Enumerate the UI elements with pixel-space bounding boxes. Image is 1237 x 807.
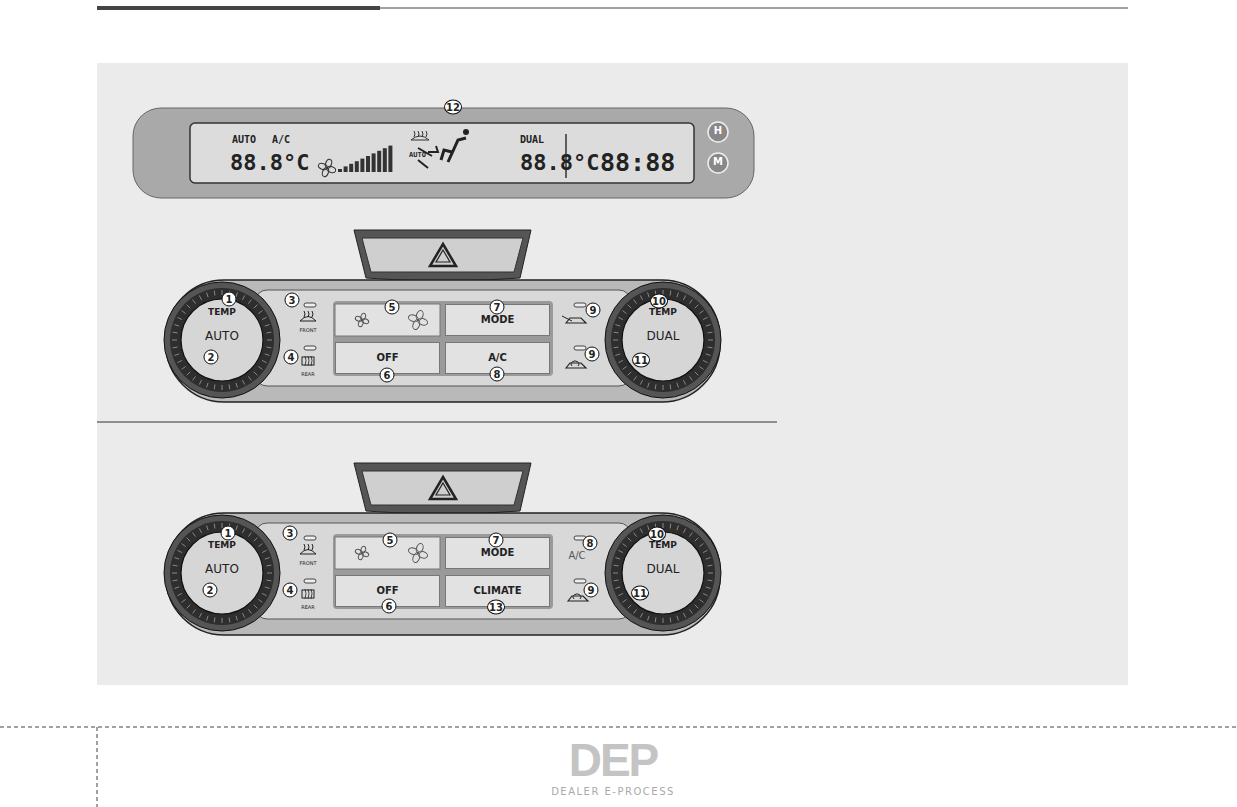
button-label: A/C xyxy=(568,551,585,561)
display-readout: AUTO xyxy=(409,152,426,159)
callout-number: 9 xyxy=(586,303,601,318)
callout-number: 3 xyxy=(285,293,300,308)
watermark: DEP xyxy=(569,737,658,783)
display-readout: 88:88 xyxy=(600,150,675,175)
callout-number: 13 xyxy=(487,600,505,615)
callout-number: 5 xyxy=(383,533,398,548)
button-label: REAR xyxy=(301,605,315,610)
fan-icon xyxy=(355,546,370,561)
display-readout: DUAL xyxy=(520,135,544,145)
button-label: A/C xyxy=(488,353,507,363)
button-label: FRONT xyxy=(299,561,316,566)
fan-icon xyxy=(408,543,429,564)
callout-number: 9 xyxy=(584,583,599,598)
fan-icon xyxy=(355,313,370,328)
display-bezel xyxy=(133,108,754,198)
button-label: OFF xyxy=(376,353,398,363)
control-panel xyxy=(164,230,721,402)
illustration xyxy=(0,6,1237,807)
button-label: REAR xyxy=(301,372,315,377)
button-label: CLIMATE xyxy=(474,586,522,596)
button-label: TEMP xyxy=(208,541,236,550)
control-knob: TEMP DUAL xyxy=(621,298,705,382)
callout-number: 8 xyxy=(490,367,505,382)
fan-icon xyxy=(408,310,429,331)
callout-number: 11 xyxy=(632,353,650,368)
callout-number: 7 xyxy=(490,300,505,315)
callout-number: 12 xyxy=(444,100,462,115)
fan-icon xyxy=(318,159,337,178)
display-readout: AUTO xyxy=(232,135,256,145)
callout-number: 9 xyxy=(585,347,600,362)
callout-number: 6 xyxy=(380,368,395,383)
button-label: TEMP xyxy=(649,308,677,317)
car-icon xyxy=(566,363,586,368)
button-label: MODE xyxy=(481,315,515,325)
callout-number: 1 xyxy=(222,292,237,307)
callout-number: 7 xyxy=(489,533,504,548)
hazard-button xyxy=(354,230,531,281)
callout-number: 6 xyxy=(382,599,397,614)
button-label: MODE xyxy=(481,548,515,558)
callout-number: 5 xyxy=(385,300,400,315)
button-label: DUAL xyxy=(647,563,680,575)
hazard-button xyxy=(354,463,531,514)
callout-number: 11 xyxy=(631,586,649,601)
button-label: OFF xyxy=(376,586,398,596)
car-icon xyxy=(566,318,586,323)
callout-number: 1 xyxy=(221,526,236,541)
control-knob: TEMP AUTO xyxy=(180,298,264,382)
callout-number: 8 xyxy=(583,536,598,551)
control-panel xyxy=(164,463,721,635)
callout-number: 2 xyxy=(203,583,218,598)
callout-number: 2 xyxy=(204,350,219,365)
callout-number: 10 xyxy=(648,527,666,542)
button-label: H xyxy=(714,126,722,136)
button-label: FRONT xyxy=(299,328,316,333)
display-readout: 88.8°C xyxy=(520,152,599,174)
round-button: H xyxy=(707,121,729,143)
button-label: TEMP xyxy=(649,541,677,550)
control-knob: TEMP AUTO xyxy=(180,531,264,615)
button-label: AUTO xyxy=(205,563,239,575)
callout-number: 3 xyxy=(283,526,298,541)
callout-number: 10 xyxy=(650,294,668,309)
control-knob: TEMP DUAL xyxy=(621,531,705,615)
button-label: TEMP xyxy=(208,308,236,317)
watermark: DEALER E-PROCESS xyxy=(551,787,675,797)
figure-panel xyxy=(97,63,1128,685)
display-readout: A/C xyxy=(272,135,290,145)
display-readout: 88.8°C xyxy=(230,152,309,174)
car-icon xyxy=(568,596,588,601)
button-label: M xyxy=(713,157,723,167)
callout-number: 4 xyxy=(284,350,299,365)
lcd-display: AUTOA/C88.8°CAUTODUAL88.8°C88:88 xyxy=(190,123,694,183)
callout-number: 4 xyxy=(283,583,298,598)
button-label: AUTO xyxy=(205,330,239,342)
round-button: M xyxy=(707,152,729,174)
button-label: DUAL xyxy=(647,330,680,342)
